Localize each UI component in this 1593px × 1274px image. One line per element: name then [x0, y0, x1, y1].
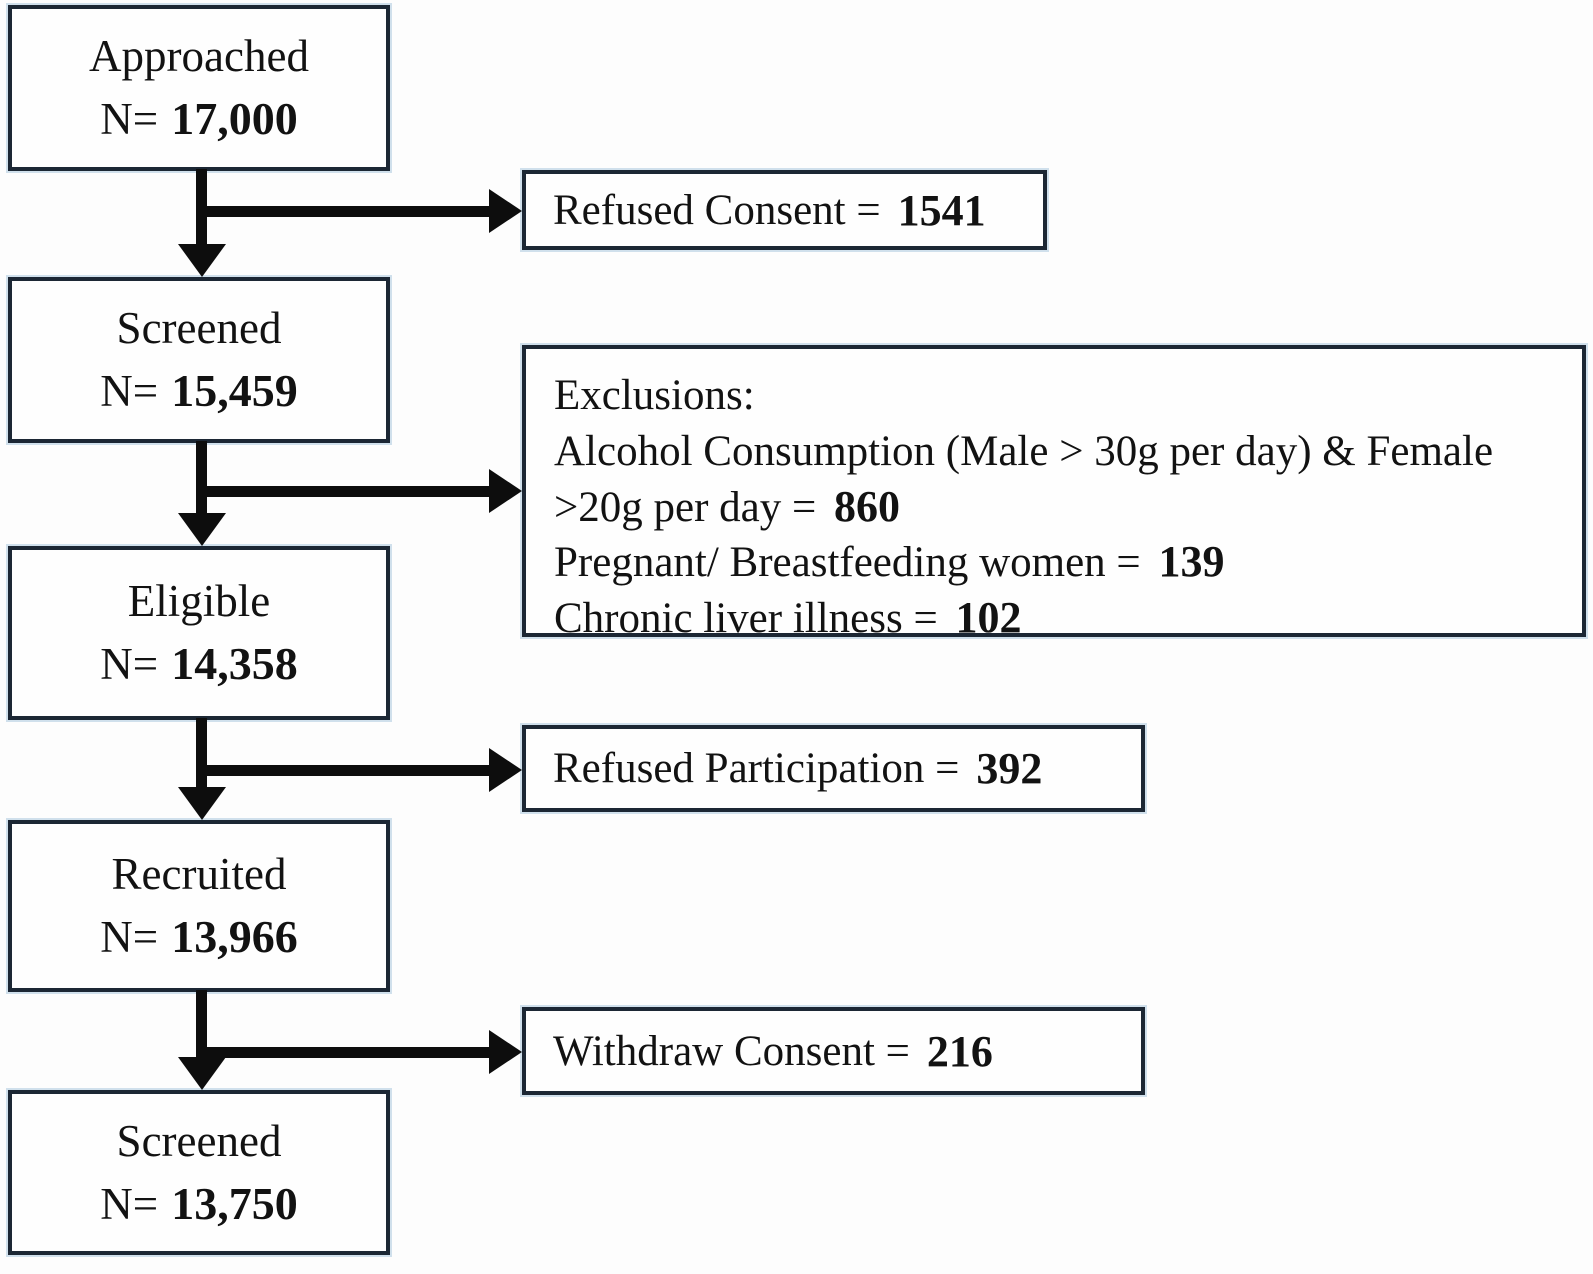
- side-box-refused-participation: Refused Participation = 392: [522, 725, 1145, 812]
- exclusion-value: 860: [834, 481, 900, 531]
- exclusion-text: Chronic liver illness =: [554, 595, 949, 642]
- n-value: 13,966: [171, 911, 298, 963]
- exclusion-value: 139: [1158, 537, 1225, 587]
- n-value: 15,459: [171, 365, 298, 417]
- box-title: Recruited: [111, 849, 287, 900]
- exclusions-heading: Exclusions:: [554, 372, 755, 419]
- side-box-label: Refused Consent =: [553, 186, 881, 234]
- side-box-refused-consent: Refused Consent = 1541: [522, 170, 1047, 250]
- side-box-exclusions: Exclusions: Alcohol Consumption (Male > …: [522, 345, 1586, 642]
- arrowhead-right: [489, 748, 522, 792]
- box-title: Approached: [89, 31, 309, 82]
- flow-box-recruited: Recruited N=13,966: [8, 820, 390, 992]
- flow-box-screened: Screened N=15,459: [8, 277, 390, 443]
- exclusion-line: Pregnant/ Breastfeeding women = 139: [554, 534, 1566, 590]
- arrow-shaft: [201, 206, 491, 217]
- box-count: N=13,750: [100, 1172, 297, 1235]
- arrowhead-right: [489, 189, 522, 233]
- box-title: Screened: [116, 303, 282, 354]
- arrow-shaft: [201, 486, 491, 497]
- arrow-shaft: [201, 765, 491, 776]
- flow-box-eligible: Eligible N=14,358: [8, 546, 390, 720]
- flow-box-screened-final: Screened N=13,750: [8, 1090, 390, 1255]
- arrowhead-down: [178, 513, 226, 546]
- arrowhead-right: [489, 469, 522, 513]
- box-count: N=15,459: [100, 359, 297, 422]
- n-label: N=: [100, 1178, 159, 1229]
- n-value: 17,000: [171, 93, 298, 145]
- box-title: Screened: [116, 1115, 282, 1166]
- arrow-shaft: [196, 990, 207, 1057]
- n-label: N=: [100, 639, 159, 690]
- side-box-label: Refused Participation =: [553, 745, 960, 792]
- exclusion-line: >20g per day = 860: [554, 479, 1566, 535]
- n-value: 13,750: [171, 1177, 298, 1229]
- side-box-value: 1541: [897, 185, 986, 235]
- exclusion-line: Chronic liver illness = 102: [554, 590, 1566, 646]
- exclusion-line: Alcohol Consumption (Male > 30g per day)…: [554, 423, 1566, 479]
- exclusion-text: Pregnant/ Breastfeeding women =: [554, 539, 1152, 587]
- side-box-withdraw-consent: Withdraw Consent = 216: [522, 1007, 1145, 1095]
- box-count: N=13,966: [100, 905, 297, 968]
- exclusion-text: >20g per day =: [554, 483, 827, 531]
- flow-box-approached: Approached N=17,000: [8, 5, 390, 171]
- exclusion-value: 102: [955, 593, 1022, 642]
- n-label: N=: [100, 94, 159, 145]
- arrow-shaft: [196, 718, 207, 789]
- arrowhead-down: [178, 1057, 226, 1090]
- n-value: 14,358: [171, 638, 298, 690]
- side-box-value: 392: [976, 744, 1043, 793]
- arrowhead-right: [489, 1030, 522, 1074]
- arrow-shaft: [196, 441, 207, 516]
- side-box-value: 216: [926, 1026, 993, 1076]
- box-title: Eligible: [127, 576, 271, 627]
- arrowhead-down: [178, 244, 226, 277]
- arrowhead-down: [178, 787, 226, 820]
- arrow-shaft: [201, 1047, 491, 1058]
- n-label: N=: [100, 912, 159, 963]
- box-count: N=17,000: [100, 87, 297, 150]
- side-box-label: Withdraw Consent =: [553, 1027, 910, 1075]
- box-count: N=14,358: [100, 632, 297, 695]
- exclusion-text: Alcohol Consumption (Male > 30g per day)…: [554, 427, 1494, 475]
- n-label: N=: [100, 366, 159, 417]
